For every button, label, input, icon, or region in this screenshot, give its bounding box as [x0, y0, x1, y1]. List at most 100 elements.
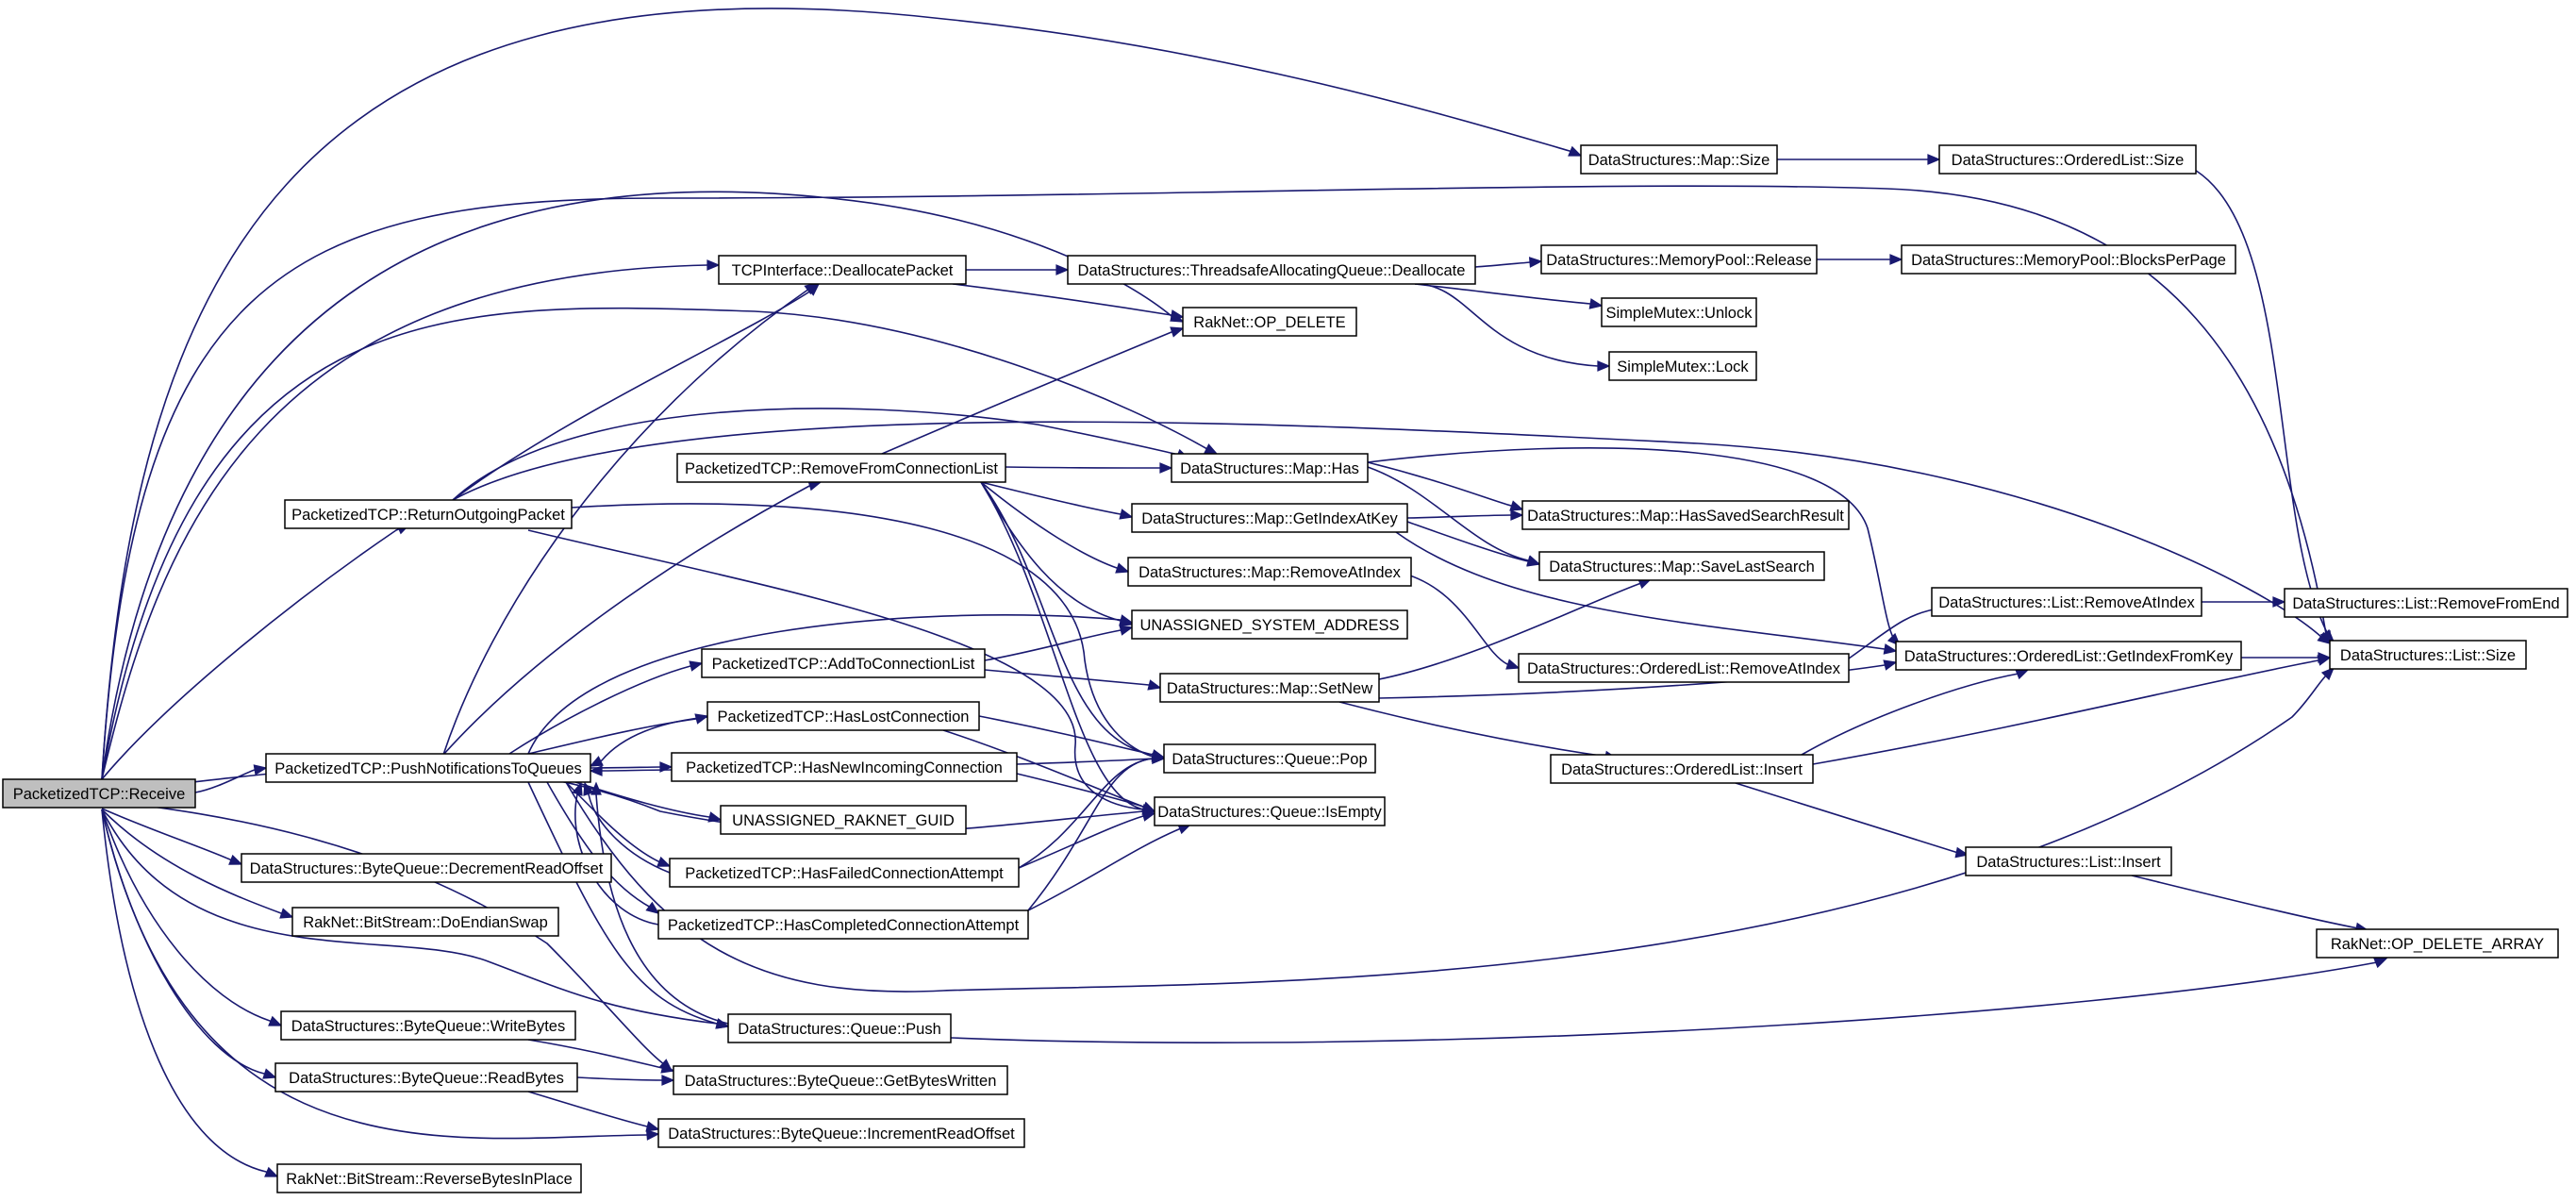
edge-line [1395, 531, 1886, 650]
node-removeFromConn[interactable]: PacketizedTCP::RemoveFromConnectionList [676, 453, 1006, 483]
arrowhead [1115, 562, 1130, 574]
edge-line [1016, 758, 1154, 765]
node-mapSaveLast[interactable]: DataStructures::Map::SaveLastSearch [1538, 551, 1825, 581]
node-listInsert[interactable]: DataStructures::List::Insert [1965, 846, 2172, 876]
node-mapSize[interactable]: DataStructures::Map::Size [1580, 144, 1778, 175]
edge-line [1367, 446, 1897, 642]
node-tcpDealloc[interactable]: TCPInterface::DeallocatePacket [718, 255, 967, 285]
node-label: SimpleMutex::Unlock [1606, 305, 1753, 322]
node-mapHas[interactable]: DataStructures::Map::Has [1171, 453, 1369, 483]
node-opDelete[interactable]: RakNet::OP_DELETE [1182, 307, 1357, 337]
arrowhead [590, 781, 602, 795]
node-box [701, 648, 986, 678]
node-mapRemoveAt[interactable]: DataStructures::Map::RemoveAtIndex [1127, 557, 1412, 587]
node-doEndian[interactable]: RakNet::BitStream::DoEndianSwap [291, 907, 559, 937]
node-box [276, 1163, 582, 1193]
node-mapGetIndex[interactable]: DataStructures::Map::GetIndexAtKey [1131, 503, 1408, 533]
node-box [673, 1065, 1008, 1095]
edge-line [101, 8, 1571, 780]
node-mutexLock[interactable]: SimpleMutex::Lock [1608, 351, 1757, 381]
edge-line [1406, 514, 1512, 519]
edge-line [576, 1076, 663, 1081]
node-box [1521, 500, 1850, 530]
node-hasLost[interactable]: PacketizedTCP::HasLostConnection [706, 701, 980, 731]
node-receive[interactable]: PacketizedTCP::Receive [2, 778, 196, 809]
arrowhead [1889, 254, 1903, 265]
node-label: PacketizedTCP::ReturnOutgoingPacket [291, 507, 565, 524]
node-mapSetNew[interactable]: DataStructures::Map::SetNew [1159, 673, 1380, 703]
node-box [1931, 587, 2202, 617]
node-bqGetBytes[interactable]: DataStructures::ByteQueue::GetBytesWritt… [673, 1065, 1008, 1095]
node-queueIsEmpty[interactable]: DataStructures::Queue::IsEmpty [1154, 796, 1386, 826]
node-label: DataStructures::List::Insert [1976, 854, 2161, 871]
node-box [1131, 609, 1408, 640]
edge-hasCompleted-to-queueIsEmpty [1027, 824, 1192, 911]
node-box [1895, 641, 2242, 671]
edge-line [527, 614, 1122, 755]
edge-line [101, 809, 718, 1025]
node-bqWrite[interactable]: DataStructures::ByteQueue::WriteBytes [280, 1010, 576, 1041]
edge-removeFromConn-to-mapGetIndex [980, 481, 1134, 520]
arrowhead [656, 856, 672, 867]
edge-hasNewIncoming-to-queuePop [1016, 753, 1166, 765]
node-queuePop[interactable]: DataStructures::Queue::Pop [1163, 743, 1376, 774]
node-unassignedAddr[interactable]: UNASSIGNED_SYSTEM_ADDRESS [1131, 609, 1408, 640]
node-olSize[interactable]: DataStructures::OrderedList::Size [1938, 144, 2197, 175]
node-mpRelease[interactable]: DataStructures::MemoryPool::Release [1540, 244, 1818, 275]
edge-line [1338, 701, 1608, 758]
edge-addToConn-to-unassignedAddr [984, 625, 1134, 661]
edge-bqRead-to-bqGetBytes [576, 1075, 675, 1086]
node-box [1067, 255, 1476, 285]
node-box [265, 753, 591, 783]
arrowhead [1119, 625, 1134, 636]
edge-pushNotif-to-removeFromConn [442, 479, 823, 756]
arrowhead [583, 781, 594, 796]
node-mpBlocks[interactable]: DataStructures::MemoryPool::BlocksPerPag… [1901, 244, 2236, 275]
edge-receive-to-returnOutgoing [101, 524, 411, 780]
edge-mapRemoveAt-to-olRemoveAt [1395, 571, 1521, 670]
node-mapHasSaved[interactable]: DataStructures::Map::HasSavedSearchResul… [1521, 500, 1850, 530]
edge-tsaqDealloc-to-mpRelease [1474, 257, 1543, 268]
edge-receive-to-tcpDealloc [101, 259, 721, 780]
node-bqRead[interactable]: DataStructures::ByteQueue::ReadBytes [274, 1062, 578, 1093]
node-reverseBytes[interactable]: RakNet::BitStream::ReverseBytesInPlace [276, 1163, 582, 1193]
node-listSize[interactable]: DataStructures::List::Size [2329, 640, 2527, 670]
node-hasCompleted[interactable]: PacketizedTCP::HasCompletedConnectionAtt… [657, 909, 1029, 940]
edge-line [1474, 261, 1531, 268]
edge-line [881, 331, 1172, 455]
node-unassignedGuid[interactable]: UNASSIGNED_RAKNET_GUID [720, 805, 967, 835]
edge-mapGetIndex-to-mapSaveLast [1406, 521, 1541, 567]
node-box [1154, 796, 1386, 826]
edge-line [101, 809, 272, 1023]
node-bqIncrement[interactable]: DataStructures::ByteQueue::IncrementRead… [657, 1118, 1025, 1148]
node-addToConn[interactable]: PacketizedTCP::AddToConnectionList [701, 648, 986, 678]
node-returnOutgoing[interactable]: PacketizedTCP::ReturnOutgoingPacket [284, 499, 573, 529]
node-label: DataStructures::Queue::Pop [1172, 751, 1367, 768]
node-mutexUnlock[interactable]: SimpleMutex::Unlock [1601, 297, 1757, 327]
edge-tsaqDealloc-to-mutexUnlock [1414, 283, 1604, 309]
node-box [2316, 928, 2559, 959]
node-label: RakNet::BitStream::DoEndianSwap [303, 914, 548, 931]
edge-line [984, 669, 1150, 686]
edge-hasFailed-to-queueIsEmpty [1018, 810, 1156, 869]
node-olGetIndex[interactable]: DataStructures::OrderedList::GetIndexFro… [1895, 641, 2242, 671]
arrowhead [1204, 443, 1219, 455]
node-tsaqDealloc[interactable]: DataStructures::ThreadsafeAllocatingQueu… [1067, 255, 1476, 285]
node-queuePush[interactable]: DataStructures::Queue::Push [727, 1013, 952, 1043]
node-hasFailed[interactable]: PacketizedTCP::HasFailedConnectionAttemp… [669, 858, 1020, 888]
edge-line [101, 527, 400, 780]
node-bqDecrement[interactable]: DataStructures::ByteQueue::DecrementRead… [241, 853, 612, 883]
edge-removeFromConn-to-unassignedAddr [980, 481, 1134, 626]
node-olInsert[interactable]: DataStructures::OrderedList::Insert [1550, 754, 1814, 784]
node-hasNewIncoming[interactable]: PacketizedTCP::HasNewIncomingConnection [671, 752, 1018, 782]
node-opDeleteArray[interactable]: RakNet::OP_DELETE_ARRAY [2316, 928, 2559, 959]
edge-pushNotif-to-unassignedGuid [574, 781, 723, 823]
arrowhead [645, 1121, 660, 1132]
edge-line [574, 781, 710, 818]
node-pushNotif[interactable]: PacketizedTCP::PushNotificationsToQueues [265, 753, 591, 783]
edge-line [1414, 283, 1591, 305]
node-listRemoveFromEnd[interactable]: DataStructures::List::RemoveFromEnd [2284, 588, 2568, 618]
node-olRemoveAt[interactable]: DataStructures::OrderedList::RemoveAtInd… [1518, 653, 1850, 683]
arrowhead [707, 811, 723, 823]
node-listRemoveAt[interactable]: DataStructures::List::RemoveAtIndex [1931, 587, 2202, 617]
